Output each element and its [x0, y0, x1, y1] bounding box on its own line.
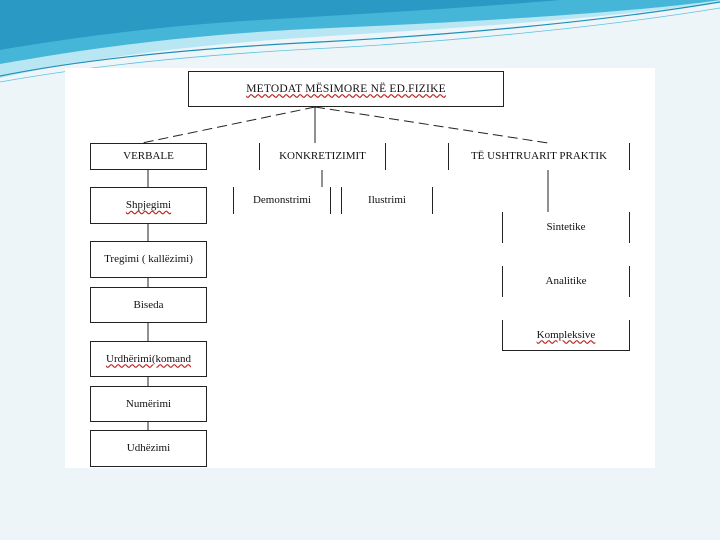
- verbale-item-label: Urdhërimi(komand: [106, 352, 191, 365]
- konkretizimit-item-label: Demonstrimi: [252, 194, 312, 206]
- verbale-item-label: Tregimi ( kallëzimi): [104, 253, 193, 265]
- diagram-title-box: METODAT MËSIMORE NË ED.FIZIKE: [188, 71, 504, 107]
- verbale-item: Urdhërimi(komand: [90, 341, 207, 377]
- category-konkretizimit-label: KONKRETIZIMIT: [279, 150, 366, 162]
- ushtruarit-item: Kompleksive: [502, 320, 630, 351]
- category-verbale: VERBALE: [90, 143, 207, 170]
- verbale-item: Biseda: [90, 287, 207, 323]
- ushtruarit-item-label: Analitike: [545, 275, 587, 287]
- konkretizimit-item-label: Ilustrimi: [368, 194, 406, 206]
- verbale-item-label: Udhëzimi: [126, 442, 171, 454]
- category-konkretizimit: KONKRETIZIMIT: [259, 143, 386, 170]
- konkretizimit-item: Demonstrimi: [233, 187, 331, 214]
- verbale-item-label: Numërimi: [125, 397, 172, 410]
- verbale-item-label: Biseda: [133, 298, 164, 311]
- category-ushtruarit-label: TË USHTRUARIT PRAKTIK: [470, 150, 608, 162]
- ushtruarit-item-label: Sintetike: [546, 221, 586, 233]
- konkretizimit-item: Ilustrimi: [341, 187, 433, 214]
- ushtruarit-item: Sintetike: [502, 212, 630, 243]
- verbale-item-label: Shpjegimi: [125, 199, 172, 211]
- category-verbale-label: VERBALE: [123, 150, 174, 162]
- diagram-title: METODAT MËSIMORE NË ED.FIZIKE: [246, 82, 446, 95]
- verbale-item: Udhëzimi: [90, 430, 207, 467]
- header-wave-decoration: [0, 0, 720, 83]
- diagram-panel: [65, 68, 655, 468]
- category-ushtruarit-praktik: TË USHTRUARIT PRAKTIK: [448, 143, 630, 170]
- verbale-item: Shpjegimi: [90, 187, 207, 224]
- ushtruarit-item: Analitike: [502, 266, 630, 297]
- ushtruarit-item-label: Kompleksive: [536, 328, 596, 341]
- verbale-item: Numërimi: [90, 386, 207, 422]
- verbale-item: Tregimi ( kallëzimi): [90, 241, 207, 278]
